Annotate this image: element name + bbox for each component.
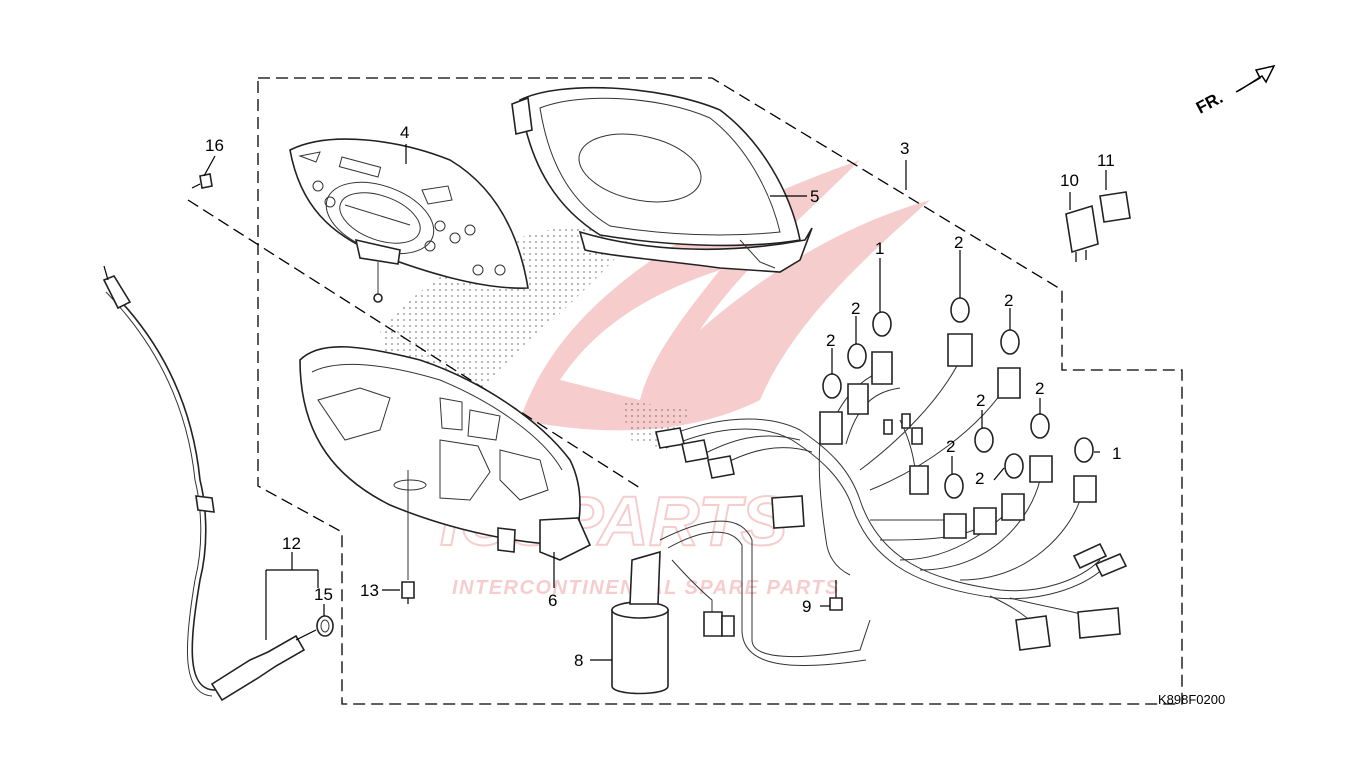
callout-15: 15	[314, 585, 333, 604]
callout-13: 13	[360, 581, 379, 600]
callout-10: 10	[1060, 171, 1079, 190]
callout-5: 5	[810, 187, 819, 206]
watermark-wing-inner	[560, 270, 720, 400]
callout-2-h: 2	[975, 469, 984, 488]
callout-2-g: 2	[946, 437, 955, 456]
callout-2-a: 2	[954, 233, 963, 252]
front-direction-indicator: FR.	[1193, 64, 1276, 118]
callout-4: 4	[400, 123, 409, 142]
washer-part-15	[316, 615, 334, 637]
watermark-wing-logo	[520, 160, 930, 431]
speedometer-cable	[102, 265, 317, 702]
callout-1-right: 1	[1112, 444, 1121, 463]
callout-6: 6	[548, 591, 557, 610]
callout-3: 3	[900, 139, 909, 158]
assembly-boundary	[257, 77, 1183, 705]
callout-leaders	[203, 144, 1107, 661]
callout-1-top: 1	[875, 239, 884, 258]
callout-12: 12	[282, 534, 301, 553]
bulb-sockets	[819, 333, 1097, 539]
meter-lens-part-5	[511, 86, 813, 273]
callout-2-c: 2	[851, 299, 860, 318]
capacitor-part-8	[611, 520, 871, 695]
meter-case-part-6	[299, 346, 592, 580]
callout-2-e: 2	[1035, 379, 1044, 398]
callout-labels: 1 1 2 2 2 2 2 2 2 2 2 3 4 5 6 8 9 10 11 …	[205, 123, 1121, 670]
callout-16: 16	[205, 136, 224, 155]
relay-part-10	[1065, 204, 1099, 262]
fuse-part-11	[1099, 191, 1131, 223]
wire-harness-part-3	[655, 359, 1128, 651]
callout-11: 11	[1097, 151, 1115, 170]
callout-8: 8	[574, 651, 583, 670]
callout-2-f: 2	[976, 391, 985, 410]
meter-panel-part-4	[289, 138, 529, 303]
callout-2-d: 2	[826, 331, 835, 350]
callout-9: 9	[802, 597, 811, 616]
callout-2-b: 2	[1004, 291, 1013, 310]
screw-part-16	[191, 173, 213, 189]
front-label: FR.	[1193, 88, 1226, 118]
drawing-code: K898F0200	[1158, 692, 1225, 707]
front-arrow-icon	[1235, 64, 1276, 93]
screw-part-13	[401, 581, 415, 604]
